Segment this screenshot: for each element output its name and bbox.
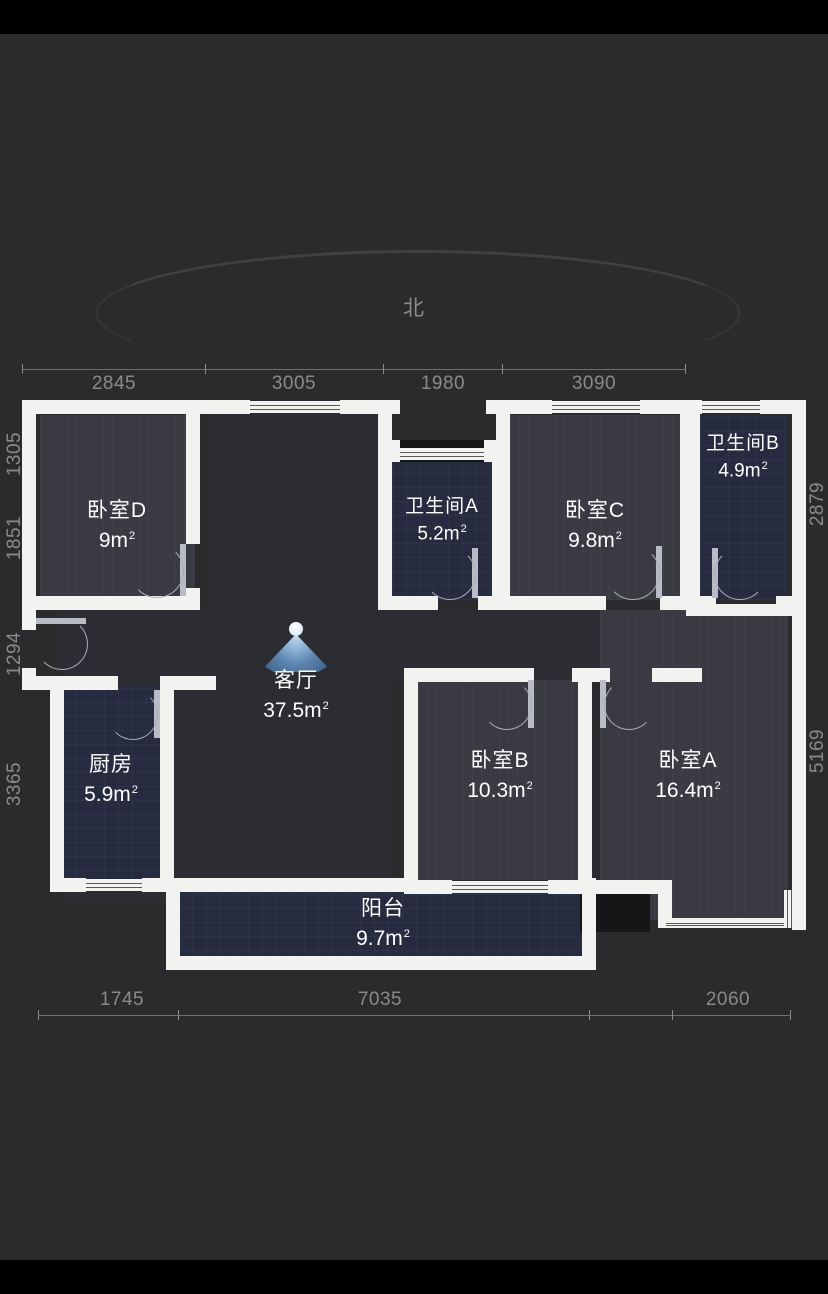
wall-bedroom-a-step (658, 880, 672, 926)
wall-bathroom-a-tl (378, 440, 400, 462)
window-bathroom-b-top (702, 401, 760, 413)
window-kitchen (86, 879, 142, 891)
room-area-bedroom-c: 9.8m2 (568, 528, 622, 552)
wall-kitchen-right-b (160, 700, 174, 892)
wall-bedroom-a-bottom-l (592, 880, 672, 894)
wall-top-2 (340, 400, 400, 414)
wall-hall-right-b (378, 454, 392, 610)
wall-kitchen-bottom-l (50, 878, 86, 892)
dimension-top-1: 3005 (271, 373, 317, 394)
room-floor-bedroom-a (600, 610, 788, 920)
room-label-bedroom-d: 卧室D 9m2 (47, 498, 187, 555)
dimension-top-0: 2845 (91, 373, 137, 394)
wall-kitchen-left (50, 676, 64, 891)
room-label-bedroom-a: 卧室A 16.4m2 (618, 748, 758, 805)
room-name-bathroom-a: 卫生间A (405, 496, 479, 517)
bottom-letterbox (0, 1260, 828, 1294)
lamp-shade-icon (265, 634, 327, 672)
room-label-balcony: 阳台 9.7m2 (313, 896, 453, 953)
wall-corridor-bottom-l (404, 668, 534, 682)
wall-bedroom-b-bottom-r (548, 880, 592, 894)
room-name-kitchen: 厨房 (89, 753, 133, 776)
window-bedroom-c-top (552, 401, 640, 413)
dimension-bottom-2: 2060 (705, 989, 751, 1010)
lamp-icon (265, 620, 327, 672)
room-name-living: 客厅 (274, 669, 318, 692)
wall-right-upper (792, 400, 806, 612)
wall-top-3 (486, 400, 552, 414)
window-living-top (250, 401, 340, 413)
wall-kitchen-top-r (160, 676, 216, 690)
wall-kitchen-top-l (64, 676, 118, 690)
wall-right-lower (792, 612, 806, 930)
wall-living-bottom-b (212, 878, 412, 892)
dimension-bottom-1: 7035 (357, 989, 403, 1010)
room-area-bedroom-a: 16.4m2 (655, 778, 721, 802)
dimension-top-3: 3090 (571, 373, 617, 394)
room-area-bathroom-a: 5.2m2 (417, 523, 467, 545)
wall-bedroom-c-bottom-l (496, 596, 606, 610)
room-area-kitchen: 5.9m2 (84, 782, 138, 806)
wall-corridor-bottom-r (652, 668, 702, 682)
window-bedroom-b (452, 881, 548, 893)
room-area-balcony: 9.7m2 (356, 926, 410, 950)
room-name-bathroom-b: 卫生间B (706, 433, 780, 454)
wall-bedroom-b-left (404, 668, 418, 893)
room-name-bedroom-c: 卧室C (564, 499, 626, 522)
lamp-bulb-icon (289, 622, 303, 636)
room-floor-balcony (178, 885, 588, 965)
room-label-bedroom-c: 卧室C 9.8m2 (525, 498, 665, 555)
room-area-living: 37.5m2 (263, 698, 329, 722)
room-name-bedroom-b: 卧室B (470, 749, 530, 772)
wall-left-upper (22, 400, 36, 630)
room-label-living: 客厅 37.5m2 (226, 668, 366, 725)
wall-top-4 (640, 400, 702, 414)
wall-bathroom-a-bottom-l (378, 596, 438, 610)
wall-bedroom-d-bottom (36, 596, 200, 610)
wall-bedroom-b-right (578, 668, 592, 893)
dimension-bottom-0: 1745 (99, 989, 145, 1010)
wall-top-1 (22, 400, 250, 414)
room-floor-bedroom-b (418, 680, 578, 880)
wall-bedroom-b-bottom-l (404, 880, 452, 894)
room-area-bedroom-d: 9m2 (98, 528, 136, 552)
room-label-bedroom-b: 卧室B 10.3m2 (430, 748, 570, 805)
room-name-bedroom-a: 卧室A (658, 749, 718, 772)
wall-balcony-right (582, 878, 596, 970)
wall-balcony-bottom (166, 956, 596, 970)
room-area-bathroom-b: 4.9m2 (718, 460, 768, 482)
room-name-balcony: 阳台 (361, 897, 405, 920)
wall-bedroom-d-right-a (186, 412, 200, 544)
room-label-bathroom-a: 卫生间A 5.2m2 (372, 495, 512, 547)
wall-bedroom-c-left (496, 412, 510, 610)
room-name-bedroom-d: 卧室D (86, 499, 148, 522)
window-bedroom-a-bottom (666, 920, 788, 928)
wall-balcony-left (166, 878, 180, 970)
room-label-kitchen: 厨房 5.9m2 (41, 752, 181, 809)
wall-bedroom-c-bottom-r (660, 596, 694, 610)
top-letterbox (0, 0, 828, 34)
dimension-top-2: 1980 (420, 373, 466, 394)
wall-corridor-right (686, 604, 792, 616)
wall-bathroom-b-left (686, 412, 700, 610)
room-label-bathroom-b: 卫生间B 4.9m2 (678, 432, 808, 484)
window-bedroom-a-right (784, 890, 794, 928)
room-area-bedroom-b: 10.3m2 (467, 778, 533, 802)
window-bathroom-a (400, 448, 484, 460)
